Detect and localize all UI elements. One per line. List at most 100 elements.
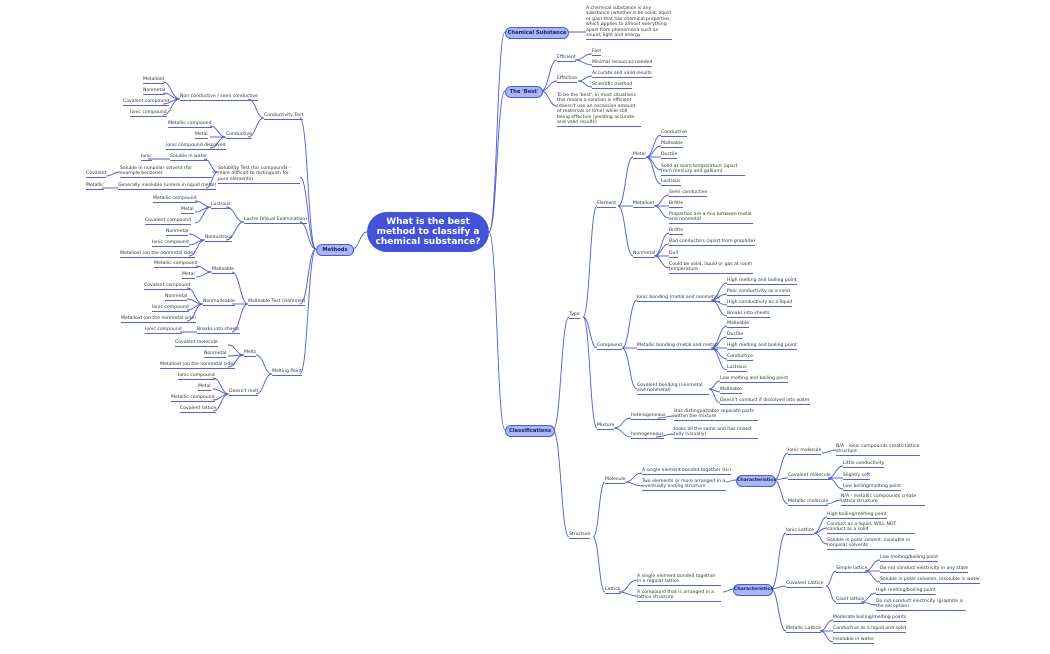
connector-28: [205, 171, 219, 189]
methods-node[interactable]: Methods: [316, 244, 354, 256]
molecule-two: Two elements or more arranged in a event…: [642, 479, 726, 492]
nonlustrous: Nonlustrous: [205, 235, 233, 242]
lu-metallic-compound: Metallic compound: [153, 196, 197, 203]
nl-metalloid: Metalloid (on the nonmetal side): [120, 251, 195, 258]
metalloid-brittle: Brittle: [669, 201, 684, 208]
metalloid-mix: Properties are a mix between metal and n…: [669, 212, 753, 225]
connector-42: [231, 303, 249, 333]
effective-accurate: Accurate and valid results: [592, 71, 652, 78]
connector-51: [255, 373, 273, 395]
connector-2: [488, 231, 506, 431]
nonmetal-label: Nonmetal: [633, 251, 656, 258]
connector-96: [657, 415, 675, 419]
efficient-minimal-resources: Minimal resources needed: [592, 60, 653, 67]
metal-label: Metal: [633, 152, 646, 159]
connector-16: [299, 248, 317, 375]
ml-conductive: Conductive as a liquid and solid: [833, 626, 907, 633]
dm-metallic-compound: Metallic compound: [171, 395, 215, 402]
metalloid-label: Metalloid: [633, 201, 654, 208]
nonmetal-state: Could be solid, liquid or gas at room te…: [669, 262, 753, 275]
connector-81: [621, 347, 638, 390]
efficient-fast: Fast: [592, 49, 602, 56]
connector-78: [653, 255, 670, 269]
il-high-boiling: High boiling/melting point: [827, 512, 887, 519]
dm-covalent-lattice: Covalent lattice: [180, 406, 217, 413]
nonmalleable: Nonmalleable: [203, 299, 235, 306]
nonmetal-bad-conductors: Bad conductors (apart from graphite): [669, 239, 756, 246]
simple-lattice: Simple lattice: [836, 566, 868, 573]
connector-120: [825, 570, 837, 587]
nm-covalent-compound: Covalent compound: [144, 283, 191, 290]
element-label: Element: [597, 201, 617, 208]
c-metal: Metal: [195, 132, 208, 139]
cm-little-conductivity: Little conductivity: [843, 461, 885, 468]
chemical-substance-node[interactable]: Chemical Substance: [505, 27, 569, 39]
melting-point: Melting Point: [272, 369, 302, 376]
connector-67: [645, 134, 662, 158]
connector-14: [299, 221, 317, 250]
nl-nonmetal: Nonmetal: [166, 229, 189, 236]
connector-116: [770, 588, 787, 632]
connector-23: [209, 125, 227, 138]
mixture-label: Mixture: [597, 423, 615, 430]
ionic-molecule-na: N/A - ionic compounds create lattice str…: [836, 444, 920, 457]
dm-ionic-compound: Ionic compound: [178, 373, 215, 380]
metallic-conductive: Conductive: [727, 354, 753, 361]
metal-conductive: Conductive: [661, 130, 687, 137]
molecule-characteristics[interactable]: Characteristics: [736, 475, 776, 487]
gl-high-melting: High melting/boiling point: [876, 588, 936, 595]
covalent-lattice: Covalent Lattice: [786, 581, 824, 588]
me-nonmetal: Nonmetal: [204, 351, 227, 358]
giant-lattice: Giant lattice: [836, 597, 865, 604]
heterogeneous-desc: Has distinguishable separate parts withi…: [674, 409, 758, 422]
root-topic[interactable]: What is the best method to classify a ch…: [367, 212, 489, 252]
ionic-molecule: Ionic molecule: [788, 448, 822, 455]
connector-110: [825, 499, 842, 505]
lattice-characteristics[interactable]: Characteristics: [733, 584, 773, 596]
connector-70: [645, 156, 662, 171]
covalent-no-conduct: Doesn't conduct if dissolved into water: [720, 398, 810, 405]
connector-44: [195, 271, 213, 278]
connector-10: [577, 75, 593, 82]
metallic-molecule-na: N/A - metallic compounds create lattice …: [841, 494, 925, 507]
connector-60: [552, 429, 570, 538]
connector-98: [592, 481, 606, 538]
melts: Melts: [244, 350, 257, 357]
connector-114: [770, 532, 787, 590]
connector-109: [827, 477, 844, 490]
ionic-high-liquid: High conductivity as a liquid: [727, 300, 793, 307]
covalent-low-melting: Low melting and boiling point: [720, 376, 789, 383]
the-best-node[interactable]: The 'Best': [505, 86, 543, 98]
c-metallic-compound: Metallic compound: [168, 121, 212, 128]
cm-low-boiling: Low boiling/melting point: [843, 484, 902, 491]
ml-insoluble-water: Insoluble in water: [833, 637, 874, 644]
connector-32: [225, 206, 245, 223]
connector-126: [860, 601, 877, 606]
metal-lustrous: Lustrous: [661, 179, 681, 186]
connector-40: [231, 271, 249, 305]
metal-solid: Solid at room temperature (apart from me…: [661, 164, 745, 177]
connector-62: [582, 316, 598, 349]
classifications-node[interactable]: Classifications: [505, 425, 555, 437]
connector-113: [722, 588, 734, 593]
doesnt-melt: Doesn't melt: [229, 389, 259, 396]
connector-111: [618, 579, 638, 593]
connector-36: [194, 206, 212, 224]
conductive: Conductive: [226, 132, 252, 139]
connector-1: [488, 90, 506, 233]
generally-insoluble: Generally insoluble (unless in liquid me…: [118, 183, 217, 190]
homogeneous-label: homogeneous: [631, 432, 664, 439]
me-metalloid: Metalloid (on the nonmetal side): [160, 362, 235, 369]
connector-68: [645, 145, 662, 158]
malleable-test: Malleable Test (Hammer): [248, 299, 306, 306]
connector-97: [655, 433, 675, 438]
connector-9: [574, 59, 593, 66]
connector-127: [819, 619, 834, 632]
connector-105: [773, 479, 789, 505]
connector-64: [617, 156, 634, 207]
nl-ionic-compound: Ionic compound: [152, 240, 189, 247]
lu-metal: Metal: [181, 207, 194, 214]
c-ionic-dissolved: Ionic compound dissolved: [166, 143, 226, 150]
metallic-lattice: Metallic Lattice: [786, 626, 821, 633]
